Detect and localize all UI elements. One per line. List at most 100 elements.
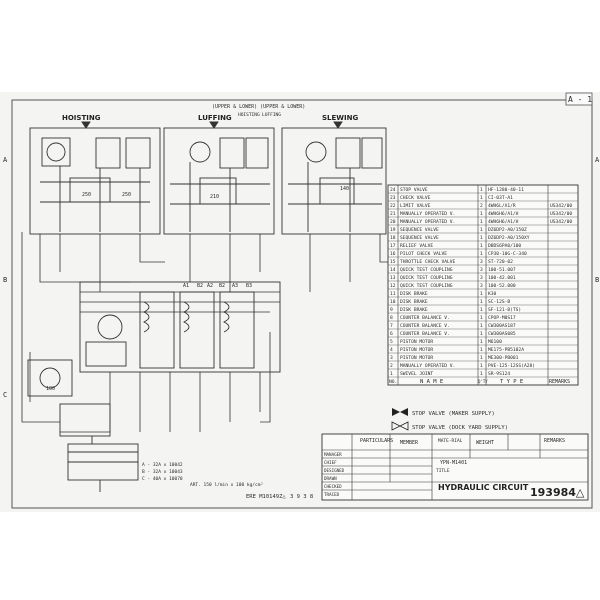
pressure-note: 250 [82,192,91,198]
parts-row-name: CHECK VALVE [400,195,431,201]
parts-row-name: COUNTER BALANCE V. [400,331,450,337]
valve-port-label: B2 [197,283,203,289]
parts-row-type: SR-9S124 [488,371,510,377]
valve-port-label: A3 [232,283,238,289]
project-stamp: YPN-M1401 [440,460,467,466]
parts-row-qty: 1 [480,315,483,321]
parts-row-type: 4WH6L/A1/R [488,203,516,209]
parts-row-type: DZ6DP2-A0/150XY [488,235,530,241]
legend: STOP VALVE (MAKER SUPPLY) STOP VALVE (DO… [391,408,508,431]
slewing-drum-group [281,121,387,235]
parts-row-qty: 3 [480,267,483,273]
title-block-role: CHECKED [324,484,342,489]
parts-row-qty: 2 [480,203,483,209]
title-block-role: DRAWN [324,476,337,481]
parts-row-qty: 1 [480,227,483,233]
parts-row-no: 18 [390,235,396,241]
parts-row-qty: 1 [480,299,483,305]
parts-row-name: SEQUENCE VALVE [400,227,439,233]
control-valve-block [79,281,281,373]
valve-port-label: A1 [183,283,189,289]
hoisting-drum-group [29,121,161,235]
parts-row-no: 15 [390,259,396,265]
title-label: TITLE [436,468,450,474]
parts-row-qty: 1 [480,339,483,345]
parts-row-name: DISK BRAKE [400,299,428,305]
parts-row-qty: 1 [480,307,483,313]
parts-row-type: SC-12S-B [488,299,510,305]
parts-row-no: 13 [390,275,396,281]
bottom-ref: ERE M10149Z△ [246,494,286,500]
parts-row-type: CP30-10G-C-340 [488,251,527,257]
parts-row-name: QUICK TEST COUPLING [400,283,453,289]
parts-row-type: CW300AS085 [488,331,516,337]
parts-row-qty: 1 [480,243,483,249]
parts-row-qty: 1 [480,323,483,329]
parts-row-type: M6100 [488,339,502,345]
parts-row-no: 12 [390,283,396,289]
parts-row-type: ME175-PB5102A [488,347,524,353]
parts-row-type: ST-720-02 [488,259,513,265]
pipe-network [21,232,400,433]
parts-row-type: DZ6DP2-A0/150Z [488,227,527,233]
parts-row-no: 2 [390,363,393,369]
bottom-index: 3 9 3 8 [290,494,313,500]
brake-sub-hoisting: HOISTING [238,112,260,118]
parts-row-name: SWIVEL JOINT [400,371,433,377]
parts-row-qty: 1 [480,347,483,353]
section-title-slewing: SLEWING [322,114,358,122]
parts-row-no: 16 [390,251,396,257]
parts-row-no: 11 [390,291,396,297]
parts-row-no: 17 [390,243,396,249]
parts-row-type: SF-121-B(TS) [488,307,521,313]
parts-row-no: 23 [390,195,396,201]
parts-row-type: ME300-PB001 [488,355,519,361]
parts-row-no: 20 [390,219,396,225]
parts-row-qty: 1 [480,291,483,297]
zone-marker-a-right: A [595,156,600,164]
section-title-luffing: LUFFING [198,114,232,122]
parts-row-type: 4WH6H6/A1/H [488,211,519,217]
zone-marker-b-right: B [595,276,599,284]
parts-row-no: 1 [390,371,393,377]
parts-row-no: 21 [390,211,396,217]
valve-port-label: B2 [219,283,225,289]
pump-note: ART. 150 l/min x 100 kg/cm² [190,482,263,488]
stop-valve-maker-icon [392,408,408,416]
parts-row-no: 9 [390,307,393,313]
title-block-role: DESIGNED [324,468,345,473]
pressure-note: 250 [122,192,131,198]
parts-row-type: DBDS6PA0/100 [488,243,521,249]
pressure-note: 210 [210,194,219,200]
parts-row-name: DISK BRAKE [400,307,428,313]
parts-row-qty: 1 [480,219,483,225]
title-block-role: MANAGER [324,452,342,457]
col-material: MATE-RIAL [438,438,463,444]
parts-row-qty: 1 [480,211,483,217]
parts-row-name: MANUALLY OPERATED V. [400,363,455,369]
parts-row-name: SEQUENCE VALVE [400,235,439,241]
pressure-note: 100 [46,386,55,392]
parts-row-name: RELIEF VALVE [400,243,433,249]
parts-row-no: 24 [390,187,396,193]
parts-header-type: T Y P E [500,379,523,385]
parts-row-remarks: US342/00 [550,219,572,225]
brake-note: (UPPER & LOWER) (UPPER & LOWER) [212,104,305,110]
zone-marker-b: B [3,276,7,284]
zone-marker-a: A [3,156,8,164]
parts-row-qty: 1 [480,187,483,193]
parts-row-name: COUNTER BALANCE V. [400,323,450,329]
parts-header-remarks: REMARKS [549,379,570,385]
parts-row-no: 14 [390,267,396,273]
hydraulic-circuit-diagram: A - 1 A B C A B HOISTING LUFFING SLEWING… [3,92,600,509]
title-block-role: TRACED [324,492,340,497]
pump-unit [27,359,139,492]
parts-row-no: 22 [390,203,396,209]
pump-notes: A - 32A x 10042 B - 32A x 10043 C - 40A … [142,462,263,488]
parts-row-type: 100-42.001 [488,275,516,281]
parts-row-name: PILOT CHECK VALVE [400,251,447,257]
pump-note: B - 32A x 10043 [142,469,183,475]
parts-row-type: PVE-125-12SS(A28) [488,363,535,369]
valve-port-labels: A1 B2 A2 B2 A3 B3 [183,283,252,289]
